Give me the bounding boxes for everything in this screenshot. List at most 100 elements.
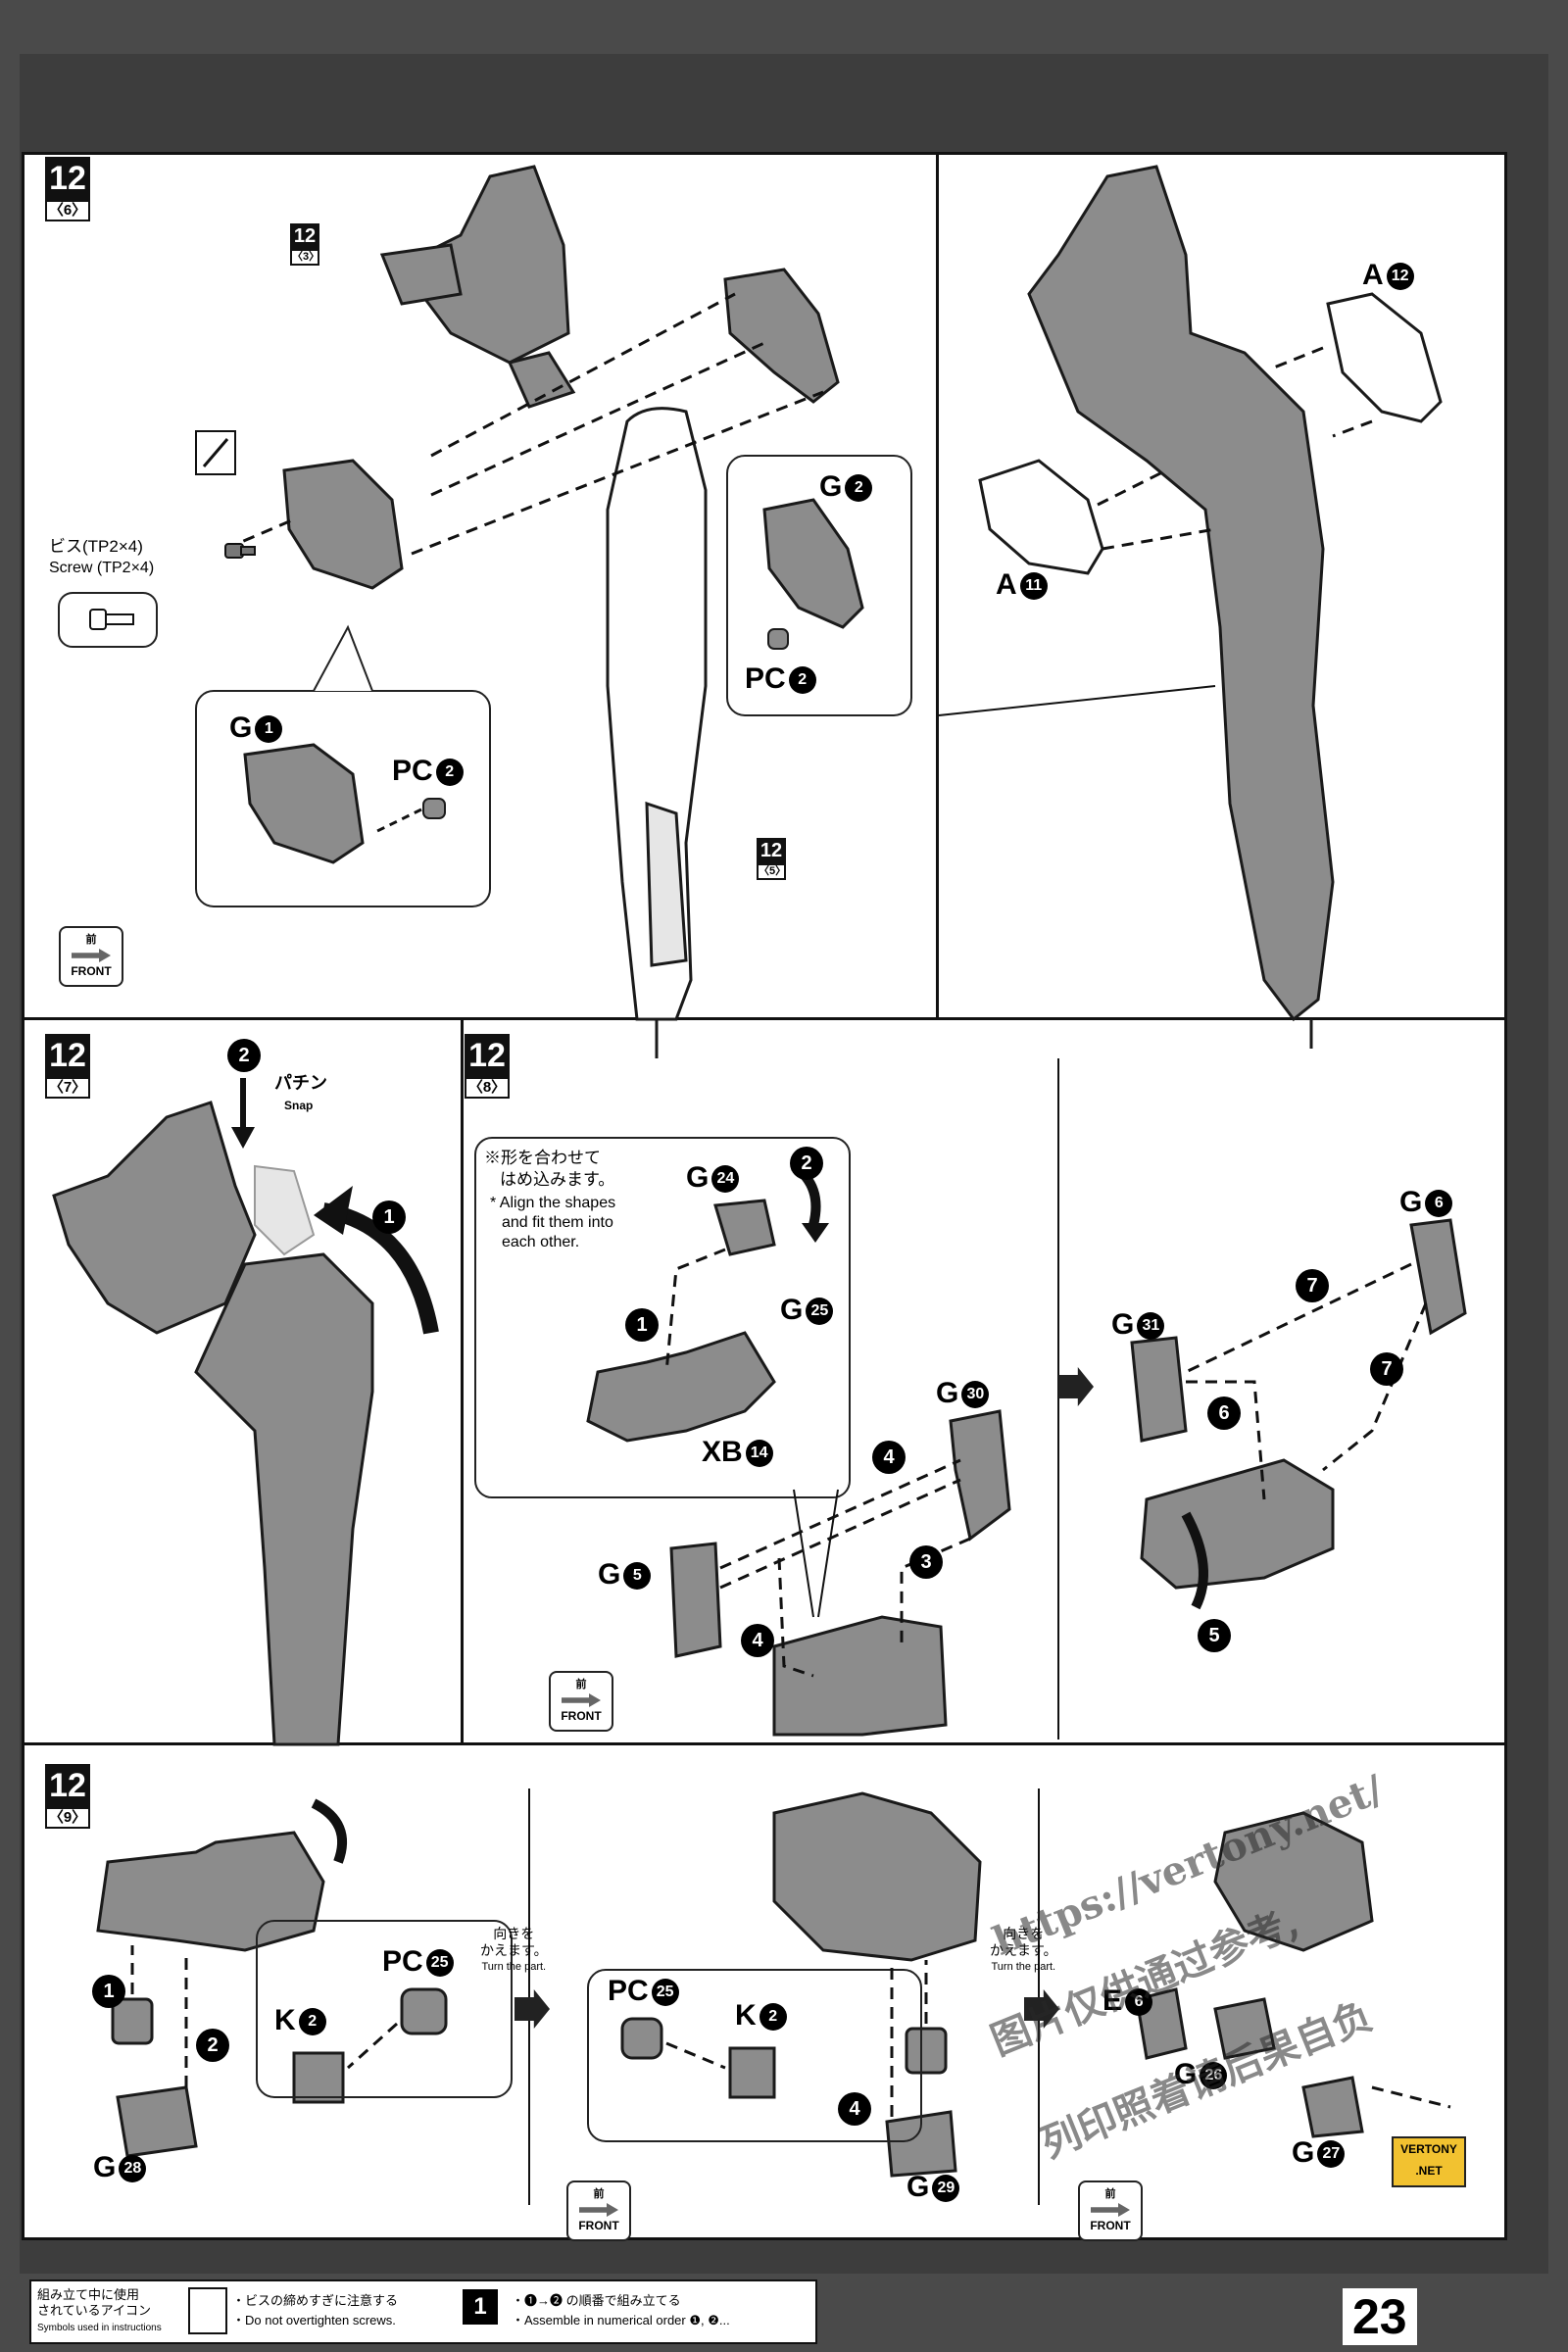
g31-part bbox=[1130, 1336, 1188, 1443]
g5-part bbox=[669, 1542, 722, 1658]
step-badge-12-8: 12 〈8〉 bbox=[465, 1034, 510, 1099]
page-number: 23 bbox=[1343, 2288, 1417, 2345]
order-num-8-h: 6 bbox=[1207, 1396, 1241, 1430]
order-num-8-g: 7 bbox=[1370, 1352, 1403, 1386]
k2-callout bbox=[292, 2051, 345, 2104]
legend-screw-jp: ・ビスの締めすぎに注意する bbox=[232, 2293, 399, 2308]
g6-part bbox=[1409, 1218, 1467, 1336]
g29-part bbox=[885, 2110, 957, 2178]
legend-title-en: Symbols used in instructions bbox=[37, 2323, 162, 2333]
pc25-cap-9b bbox=[905, 2027, 948, 2075]
step-number: 12 bbox=[45, 157, 90, 200]
shoulder-block-9c bbox=[1213, 1811, 1374, 1952]
left-bracket-part bbox=[282, 459, 404, 590]
g28-part bbox=[116, 2085, 198, 2158]
order-num-7-2: 2 bbox=[227, 1039, 261, 1072]
ref-number: 12 bbox=[290, 223, 319, 249]
pc25-callout bbox=[400, 1987, 448, 2035]
callout-box-9b bbox=[587, 1969, 922, 2142]
note-jp-1: ※形を合わせて bbox=[484, 1149, 601, 1167]
footer-bar: 組み立て中に使用 されているアイコン Symbols used in instr… bbox=[20, 2274, 1548, 2352]
order-num-8-a: 2 bbox=[790, 1147, 823, 1180]
step-substep: 〈7〉 bbox=[45, 1077, 90, 1099]
ref-badge-12-5: 12 〈5〉 bbox=[757, 838, 786, 880]
snap-label-jp: パチン bbox=[274, 1073, 327, 1093]
g27-part bbox=[1301, 2076, 1364, 2138]
order-num-8-e: 4 bbox=[741, 1624, 774, 1657]
vertony-logo: VERTONY.NET bbox=[1392, 2136, 1466, 2187]
pc2-cap-1 bbox=[422, 798, 446, 819]
callout-align-shapes bbox=[474, 1137, 851, 1498]
step-substep: 〈9〉 bbox=[45, 1807, 90, 1829]
step-substep: 〈8〉 bbox=[465, 1077, 510, 1099]
panel-divider-h-2 bbox=[24, 1742, 1504, 1745]
note-en-2: and fit them into bbox=[502, 1214, 613, 1231]
pc25-cap-9a bbox=[111, 1997, 154, 2045]
order-num-8-i: 5 bbox=[1198, 1619, 1231, 1652]
snap-label-en: Snap bbox=[284, 1099, 314, 1112]
panel-divider-v-top bbox=[936, 155, 939, 1017]
step-badge-12-7: 12 〈7〉 bbox=[45, 1034, 90, 1099]
ref-substep: 〈3〉 bbox=[290, 249, 319, 266]
bracket-part bbox=[723, 268, 840, 404]
order-num-9-b: 2 bbox=[196, 2029, 229, 2062]
a12-part bbox=[1326, 292, 1443, 423]
panel-divider-h-1 bbox=[24, 1017, 1504, 1020]
legend-order-en: ・Assemble in numerical order ❶, ❷... bbox=[512, 2313, 730, 2328]
turn-note-b: 向きをかえます。Turn the part. bbox=[990, 1926, 1057, 1973]
assembled-leg bbox=[1027, 165, 1335, 1049]
step-number: 12 bbox=[45, 1764, 90, 1807]
shoulder-part-top bbox=[379, 165, 576, 409]
g1-part bbox=[243, 743, 365, 864]
order-num-9-a: 1 bbox=[92, 1975, 125, 2008]
g26-part bbox=[1213, 1997, 1276, 2060]
shoulder-block-9a bbox=[96, 1831, 325, 1952]
step-number: 12 bbox=[465, 1034, 510, 1077]
note-jp-2: はめ込みます。 bbox=[500, 1170, 615, 1189]
panel-divider-v-mid bbox=[461, 1017, 464, 1742]
callout-box-9a bbox=[256, 1920, 513, 2098]
leg-long-part bbox=[606, 407, 708, 1058]
caution-icon bbox=[188, 2287, 227, 2334]
order-num-8-c: 4 bbox=[872, 1441, 906, 1474]
legend-order-jp: ・❶→❷ の順番で組み立てる bbox=[512, 2293, 681, 2308]
screw-label-jp: ビス(TP2×4) bbox=[49, 537, 143, 556]
step-substep: 〈6〉 bbox=[45, 200, 90, 221]
step-badge-12-6: 12 〈6〉 bbox=[45, 157, 90, 221]
order-num-8-d: 3 bbox=[909, 1545, 943, 1579]
turn-note-a: 向きをかえます。Turn the part. bbox=[480, 1926, 548, 1973]
order-num-8-f: 7 bbox=[1296, 1269, 1329, 1302]
shoulder-block-9b bbox=[772, 1791, 982, 1962]
ref-substep: 〈5〉 bbox=[757, 863, 786, 880]
shoulder-hinge-part bbox=[52, 1101, 374, 1746]
legend-title-jp-2: されているアイコン bbox=[37, 2303, 151, 2318]
ref-number: 12 bbox=[757, 838, 786, 863]
ref-badge-12-3: 12 〈3〉 bbox=[290, 223, 319, 266]
order-num-7-1: 1 bbox=[372, 1200, 406, 1234]
